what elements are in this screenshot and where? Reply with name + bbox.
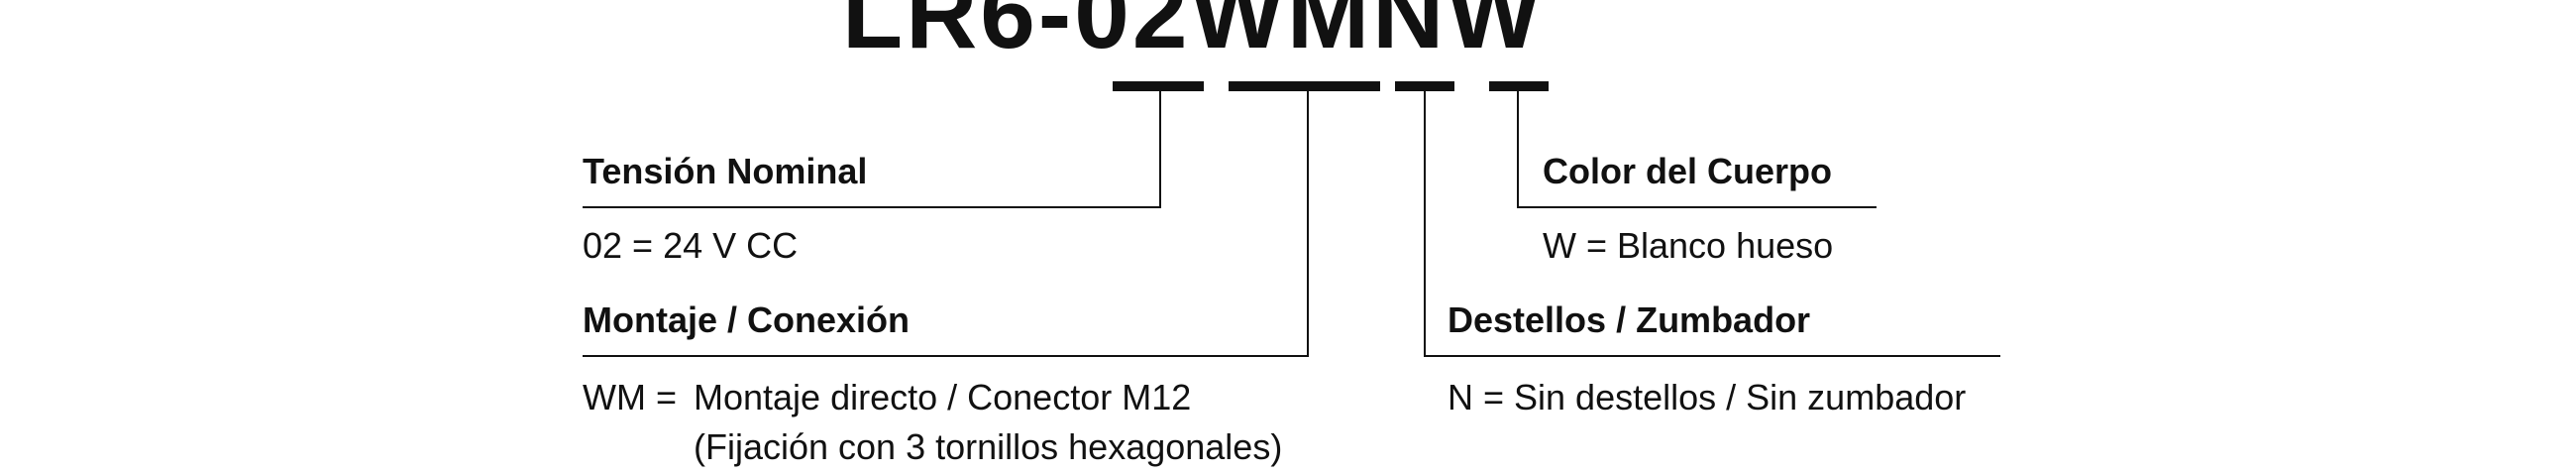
flash-connector-horizontal [1424,355,2000,357]
voltage-title: Tensión Nominal [583,151,868,191]
mounting-connector-horizontal [583,355,1309,357]
model-prefix: LR6- [842,0,1075,69]
flash-title: Destellos / Zumbador [1448,299,1811,340]
mounting-option-code: WM = [583,377,677,417]
mounting-title: Montaje / Conexión [583,299,911,340]
mounting-code-underline [1229,81,1380,91]
flash-option: N = Sin destellos / Sin zumbador [1448,377,1967,417]
model-code: LR6-02WMNW [842,0,1544,63]
color-code-underline [1489,81,1549,91]
model-flash-code: N [1372,0,1448,69]
flash-connector-vertical [1424,91,1426,357]
mounting-option-line2: (Fijación con 3 tornillos hexagonales) [694,426,1283,467]
color-connector-horizontal [1517,206,1877,208]
color-title: Color del Cuerpo [1543,151,1833,191]
voltage-connector-horizontal [583,206,1161,208]
mounting-connector-vertical [1307,91,1309,357]
voltage-code-underline [1113,81,1204,91]
mounting-option-line1: Montaje directo / Conector M12 [694,377,1192,417]
model-color-code: W [1447,0,1544,69]
voltage-connector-vertical [1159,91,1161,208]
voltage-option: 02 = 24 V CC [583,225,799,266]
model-mounting-code: WM [1190,0,1373,69]
model-voltage-code: 02 [1074,0,1191,69]
color-connector-vertical [1517,91,1519,208]
flash-code-underline [1395,81,1454,91]
color-option: W = Blanco hueso [1543,225,1834,266]
